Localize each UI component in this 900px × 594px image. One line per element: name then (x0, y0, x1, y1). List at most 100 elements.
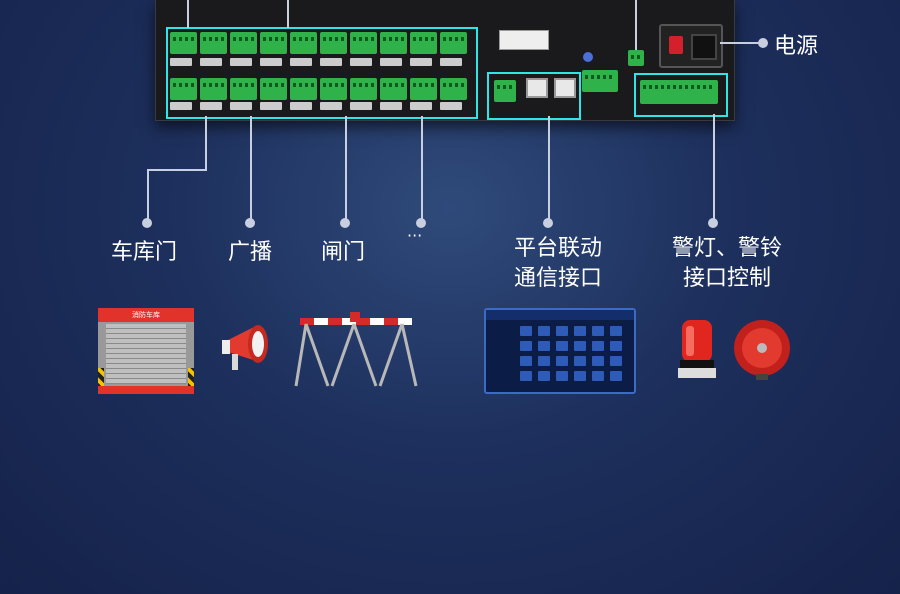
rj45-port-2 (554, 78, 576, 98)
terminal-label (170, 102, 192, 110)
terminal-block (320, 78, 347, 100)
screen-cell (556, 326, 568, 336)
power-label: 电源 (774, 34, 819, 59)
terminal-label (440, 102, 462, 110)
terminal-block (170, 78, 197, 100)
connector-line-garage (147, 169, 149, 219)
garage-door-label: 车库门 (111, 240, 178, 265)
terminal-block (290, 32, 317, 54)
terminal-block (170, 32, 197, 54)
screen-cell (610, 371, 622, 381)
terminal-label (260, 102, 282, 110)
terminal-block (200, 32, 227, 54)
gate-label: 闸门 (321, 240, 366, 265)
terminal-block (290, 78, 317, 100)
platform-label-line-2: 通信接口 (513, 266, 602, 291)
terminal-label (380, 58, 402, 66)
screen-cell (574, 371, 586, 381)
connector-line-broadcast (250, 116, 252, 220)
power-socket (659, 24, 723, 68)
screen-cell (520, 371, 532, 381)
terminal-label (410, 58, 432, 66)
screen-cell (574, 341, 586, 351)
power-plug-icon (691, 34, 717, 60)
screen-cell (610, 341, 622, 351)
platform-screen-icon (484, 308, 636, 394)
io-terminal (582, 70, 618, 92)
terminal-label (320, 58, 342, 66)
terminal-label (290, 102, 312, 110)
screen-cell (610, 326, 622, 336)
terminal-label (350, 102, 372, 110)
terminal-label (320, 102, 342, 110)
terminal-label (230, 58, 252, 66)
broadcast-label: 广播 (228, 240, 273, 265)
terminal-label (230, 102, 252, 110)
adjust-knob (583, 52, 593, 62)
terminal-block (350, 78, 377, 100)
connector-dot (245, 218, 255, 228)
terminal-block (410, 32, 437, 54)
connector-line (287, 0, 289, 28)
warning-light-icon (678, 320, 716, 378)
screen-cell (556, 356, 568, 366)
terminal-block (200, 78, 227, 100)
terminal-block (320, 32, 347, 54)
terminal-block (380, 32, 407, 54)
connector-line-more (421, 116, 423, 220)
connector-dot (340, 218, 350, 228)
screen-cell (556, 371, 568, 381)
alarm-terminal-highlight (634, 73, 728, 117)
platform-interface-label: 平台联动 通信接口 (498, 234, 618, 294)
terminal-label (170, 58, 192, 66)
connector-line-platform (548, 116, 550, 220)
terminal-block (260, 78, 287, 100)
screen-cell (574, 356, 586, 366)
controller-device (155, 0, 735, 121)
connector-line (635, 0, 637, 50)
alarm-terminal (640, 80, 718, 104)
dip-switch (499, 30, 549, 50)
screen-cell (520, 341, 532, 351)
terminal-label (200, 102, 222, 110)
terminal-label (290, 58, 312, 66)
connector-line (187, 0, 189, 28)
more-label: ··· (407, 226, 423, 245)
connector-dot-power (758, 38, 768, 48)
alarm-bell-icon (734, 320, 790, 380)
garage-door-icon: 消防车库 (98, 308, 194, 394)
terminal-block (410, 78, 437, 100)
terminal-block (440, 78, 467, 100)
terminal-block-highlight (166, 27, 478, 119)
garage-door-sign: 消防车库 (132, 311, 160, 319)
alarm-label-line-2: 接口控制 (682, 266, 771, 291)
terminal-block (260, 32, 287, 54)
power-switch-icon (669, 36, 683, 54)
screen-cell (556, 341, 568, 351)
screen-cell (538, 356, 550, 366)
screen-cell (574, 326, 586, 336)
connector-line-alarm (713, 114, 715, 220)
screen-cell (610, 356, 622, 366)
terminal-label (350, 58, 372, 66)
screen-cell (520, 356, 532, 366)
terminal-block (380, 78, 407, 100)
connector-line-gate (345, 116, 347, 220)
connector-line-garage (147, 169, 207, 171)
screen-cell (592, 356, 604, 366)
terminal-label (440, 58, 462, 66)
connector-dot (416, 218, 426, 228)
barrier-gate-icon (294, 312, 418, 387)
terminal-block (230, 32, 257, 54)
terminal-block (230, 78, 257, 100)
megaphone-icon (222, 325, 268, 370)
terminal-label (200, 58, 222, 66)
terminal-label (380, 102, 402, 110)
power-input-terminal (628, 50, 644, 66)
terminal-block (440, 32, 467, 54)
connector-dot (142, 218, 152, 228)
screen-cell (592, 341, 604, 351)
screen-cell (538, 371, 550, 381)
connector-dot (543, 218, 553, 228)
screen-cell (538, 326, 550, 336)
